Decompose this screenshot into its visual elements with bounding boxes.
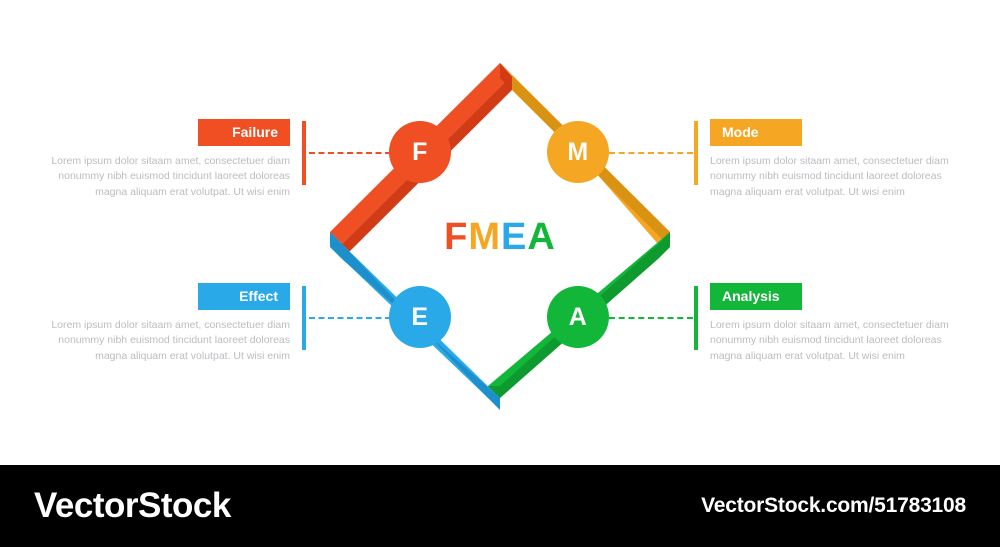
node-effect-letter: E	[411, 302, 429, 331]
accent-bar-effect	[302, 286, 306, 350]
center-title-fmea: FMEA	[0, 218, 1000, 256]
center-letter-a: A	[527, 216, 556, 258]
panel-mode-label[interactable]: Mode	[710, 119, 802, 147]
panel-failure: Failure Lorem ipsum dolor sitaam amet, c…	[40, 119, 290, 200]
node-analysis[interactable]: A	[547, 286, 609, 348]
watermark-footer: VectorStock VectorStock.com/51783108	[0, 465, 1000, 547]
accent-bar-mode	[694, 121, 698, 185]
fmea-diamond-diagram: F M E A FMEA Failure Lorem ipsum dolor s…	[0, 63, 1000, 410]
vectorstock-url: VectorStock.com/51783108	[701, 494, 966, 517]
center-letter-e: E	[501, 216, 528, 258]
connector-analysis	[609, 317, 693, 319]
node-mode[interactable]: M	[547, 121, 609, 183]
panel-failure-label[interactable]: Failure	[198, 119, 290, 147]
panel-analysis-label[interactable]: Analysis	[710, 283, 802, 311]
panel-effect: Effect Lorem ipsum dolor sitaam amet, co…	[40, 283, 290, 364]
node-failure[interactable]: F	[389, 121, 451, 183]
center-letter-m: M	[468, 216, 502, 258]
center-letter-f: F	[444, 216, 469, 258]
panel-failure-body: Lorem ipsum dolor sitaam amet, consectet…	[51, 155, 290, 198]
panel-effect-body: Lorem ipsum dolor sitaam amet, consectet…	[51, 319, 290, 362]
accent-bar-failure	[302, 121, 306, 185]
node-effect[interactable]: E	[389, 286, 451, 348]
panel-analysis: Analysis Lorem ipsum dolor sitaam amet, …	[710, 283, 960, 364]
node-analysis-letter: A	[568, 302, 588, 331]
connector-effect	[309, 317, 391, 319]
panel-mode-body: Lorem ipsum dolor sitaam amet, consectet…	[710, 155, 949, 198]
accent-bar-analysis	[694, 286, 698, 350]
vectorstock-logo: VectorStock	[34, 486, 231, 525]
node-mode-letter: M	[567, 137, 589, 166]
connector-failure	[309, 152, 391, 154]
panel-analysis-body: Lorem ipsum dolor sitaam amet, consectet…	[710, 319, 949, 362]
connector-mode	[609, 152, 693, 154]
node-failure-letter: F	[412, 137, 428, 166]
bar-bottom-left	[330, 232, 500, 410]
panel-mode: Mode Lorem ipsum dolor sitaam amet, cons…	[710, 119, 960, 200]
panel-effect-label[interactable]: Effect	[198, 283, 290, 311]
